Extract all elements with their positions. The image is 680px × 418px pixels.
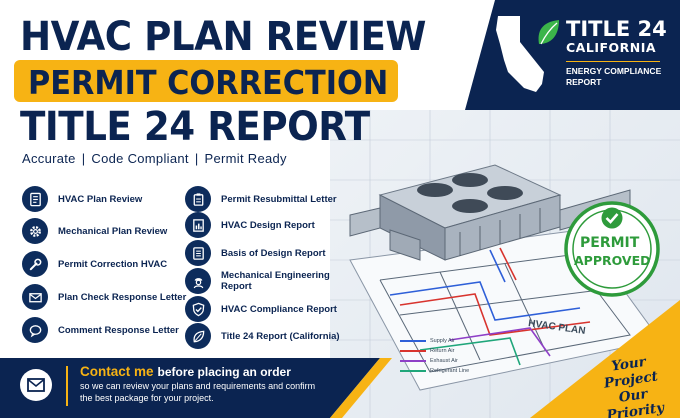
- legend-label: Supply Air: [430, 338, 455, 344]
- document-icon: [22, 186, 48, 212]
- yellow-corner-accent: [530, 300, 680, 418]
- contact-lead: before placing an order: [157, 365, 291, 379]
- contact-divider: [66, 366, 68, 406]
- legend-label: Return Air: [430, 348, 455, 354]
- motto: Your Project Our Priority: [602, 353, 666, 418]
- checkmark-icon: [601, 207, 623, 229]
- tagline-item: Code Compliant: [91, 151, 189, 166]
- legend-label: Exhaust Air: [430, 358, 458, 364]
- legend-item: Exhaust Air: [400, 356, 469, 366]
- clipboard-icon: [185, 186, 211, 212]
- service-item: Title 24 Report (California): [185, 323, 361, 349]
- service-item: HVAC Design Report: [185, 212, 361, 238]
- stamp-line2: APPROVED: [574, 253, 651, 268]
- contact-highlight: Contact me: [80, 364, 154, 379]
- stamp-line1: PERMIT: [580, 235, 640, 251]
- service-label: Comment Response Letter: [58, 324, 179, 336]
- legend-swatch: [400, 340, 426, 342]
- chat-icon: [22, 317, 48, 343]
- service-item: HVAC Plan Review: [22, 186, 198, 212]
- service-label: Mechanical Plan Review: [58, 225, 168, 237]
- service-item: Mechanical Plan Review: [22, 218, 198, 244]
- leaf-icon: [185, 323, 211, 349]
- leaf-icon: [538, 20, 559, 45]
- engineer-icon: [185, 268, 211, 294]
- service-label: Plan Check Response Letter: [58, 291, 187, 303]
- envelope-icon: [20, 369, 52, 401]
- headline-banner: [14, 60, 398, 102]
- legend-swatch: [400, 350, 426, 352]
- service-item: Permit Correction HVAC: [22, 251, 198, 277]
- badge-title: TITLE 24: [566, 17, 667, 41]
- service-label: HVAC Design Report: [221, 219, 315, 231]
- legend-item: Supply Air: [400, 336, 469, 346]
- contact-body: so we can review your plans and requirem…: [80, 381, 316, 403]
- california-map-icon: [496, 16, 544, 92]
- tagline: Accurate | Code Compliant | Permit Ready: [22, 151, 287, 166]
- legend-item: Return Air: [400, 346, 469, 356]
- service-label: Permit Correction HVAC: [58, 258, 168, 270]
- badge-divider: [566, 61, 660, 62]
- service-item: Mechanical Engineering Report: [185, 268, 361, 294]
- legend-swatch: [400, 370, 426, 372]
- shield-check-icon: [185, 296, 211, 322]
- service-label: HVAC Plan Review: [58, 193, 143, 205]
- legend-swatch: [400, 360, 426, 362]
- envelope-icon: [22, 284, 48, 310]
- headline-line1: HVAC PLAN REVIEW: [20, 14, 426, 60]
- wrench-icon: [22, 251, 48, 277]
- tagline-separator: |: [194, 151, 199, 166]
- tagline-separator: |: [81, 151, 86, 166]
- headline-line3: TITLE 24 REPORT: [20, 104, 370, 150]
- duct-legend: Supply Air Return Air Exhaust Air Refrig…: [400, 336, 469, 376]
- service-item: Plan Check Response Letter: [22, 284, 198, 310]
- service-label: Title 24 Report (California): [221, 330, 340, 342]
- service-item: Permit Resubmittal Letter: [185, 186, 361, 212]
- book-icon: [185, 240, 211, 266]
- contact-bar: [0, 358, 392, 418]
- tagline-item: Permit Ready: [204, 151, 287, 166]
- headline-line2: PERMIT CORRECTION: [28, 63, 389, 102]
- report-icon: [185, 212, 211, 238]
- service-item: Comment Response Letter: [22, 317, 198, 343]
- tagline-item: Accurate: [22, 151, 76, 166]
- service-label: Basis of Design Report: [221, 247, 326, 259]
- badge-subtitle: CALIFORNIA: [566, 40, 657, 55]
- service-label: Mechanical Engineering Report: [221, 270, 330, 292]
- legend-label: Refrigerant Line: [430, 368, 470, 374]
- service-label: HVAC Compliance Report: [221, 303, 337, 315]
- legend-item: Refrigerant Line: [400, 366, 469, 376]
- service-label: Permit Resubmittal Letter: [221, 193, 337, 205]
- service-item: Basis of Design Report: [185, 240, 361, 266]
- gear-icon: [22, 218, 48, 244]
- badge-note: ENERGY COMPLIANCE REPORT: [566, 66, 662, 87]
- service-item: HVAC Compliance Report: [185, 296, 361, 322]
